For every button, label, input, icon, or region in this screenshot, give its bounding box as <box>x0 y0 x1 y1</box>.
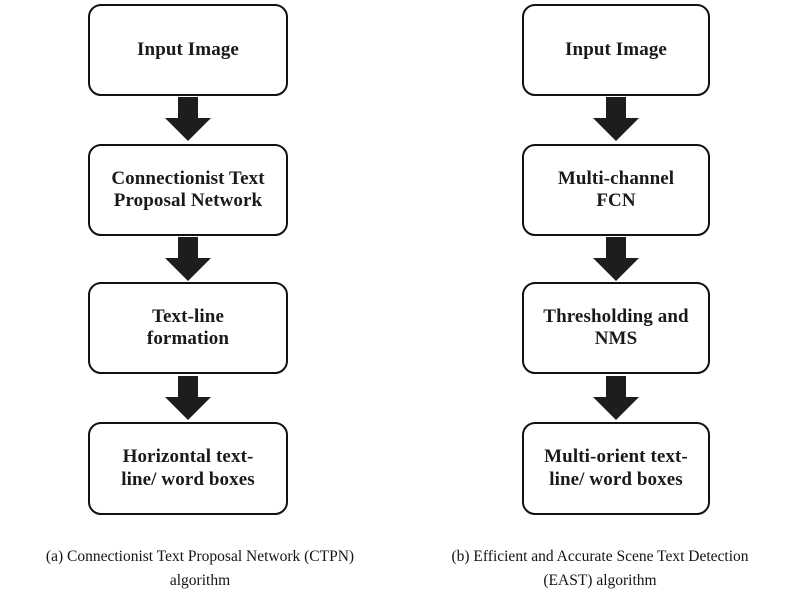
down-block-arrow-icon <box>165 376 211 420</box>
flow-node-horizontal-text-line-boxes: Horizontal text- line/ word boxes <box>88 422 288 515</box>
caption-line-1: (a) Connectionist Text Proposal Network … <box>45 548 355 565</box>
down-block-arrow-icon <box>165 97 211 141</box>
flow-node-multi-orient-text-line-boxes: Multi-orient text- line/ word boxes <box>522 422 710 515</box>
caption-panel-b: (b) Efficient and Accurate Scene Text De… <box>400 545 800 593</box>
down-block-arrow-icon <box>165 237 211 281</box>
caption-panel-a: (a) Connectionist Text Proposal Network … <box>0 545 400 593</box>
panel-a-ctpn: Input Image Connectionist Text Proposal … <box>0 0 400 530</box>
flow-node-label: Text-line formation <box>146 305 230 349</box>
flow-node-label: Connectionist Text Proposal Network <box>111 167 265 211</box>
caption-line-1: (b) Efficient and Accurate Scene Text De… <box>451 548 749 565</box>
flow-node-label: Horizontal text- line/ word boxes <box>121 446 255 490</box>
panel-b-east: Input Image Multi-channel FCN Thresholdi… <box>400 0 800 530</box>
flow-node-label: Multi-orient text- line/ word boxes <box>544 446 688 490</box>
flow-node-multi-channel-fcn: Multi-channel FCN <box>522 144 710 236</box>
flow-node-label: Input Image <box>137 38 239 60</box>
flow-node-label: Thresholding and NMS <box>543 305 689 349</box>
flow-node-input-image-b: Input Image <box>522 4 710 96</box>
caption-line-2: algorithm <box>169 572 231 590</box>
down-block-arrow-icon <box>593 376 639 420</box>
flow-node-label: Input Image <box>565 38 667 60</box>
down-block-arrow-icon <box>593 237 639 281</box>
flow-node-label: Multi-channel FCN <box>557 167 675 211</box>
flow-node-ctpn: Connectionist Text Proposal Network <box>88 144 288 236</box>
flow-node-text-line-formation: Text-line formation <box>88 282 288 374</box>
down-block-arrow-icon <box>593 97 639 141</box>
flow-node-input-image-a: Input Image <box>88 4 288 96</box>
flow-node-thresholding-nms: Thresholding and NMS <box>522 282 710 374</box>
caption-line-2: (EAST) algorithm <box>543 572 657 590</box>
